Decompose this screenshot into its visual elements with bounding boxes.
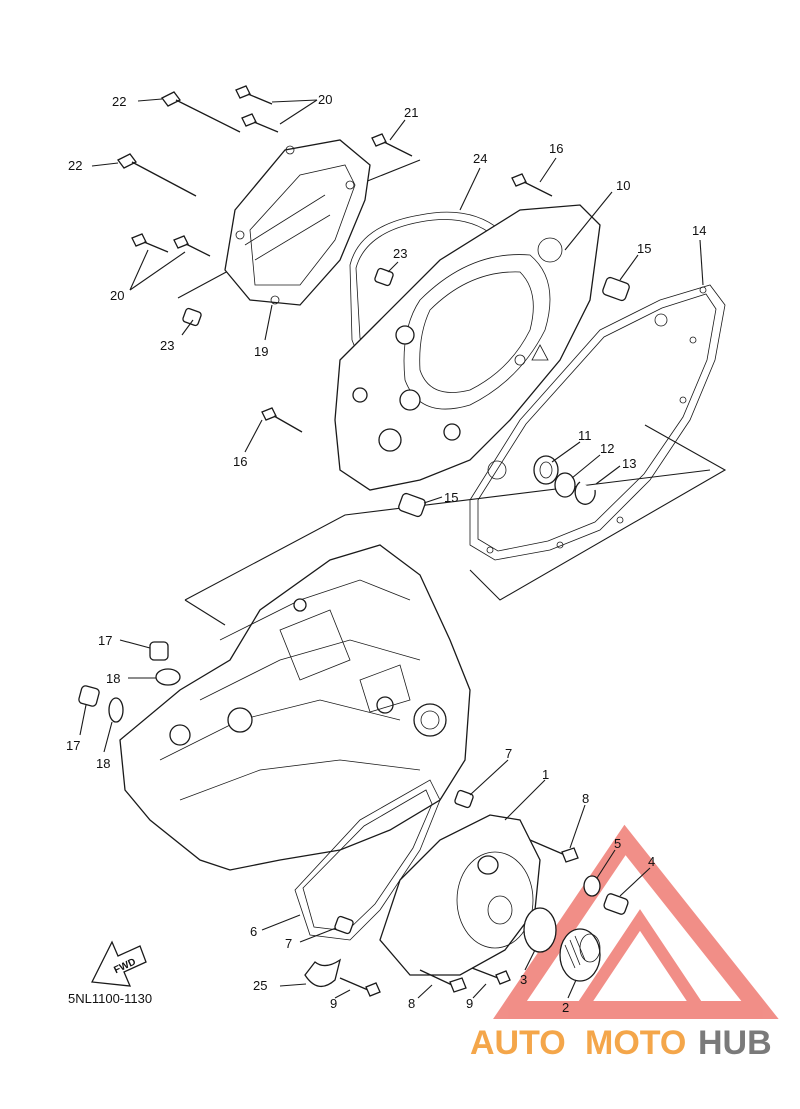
bolt-20-b-icon bbox=[241, 113, 279, 133]
bolt-22-top-icon bbox=[161, 91, 241, 133]
crankcase-cover-right bbox=[334, 204, 601, 491]
dowel-7-lower-icon bbox=[334, 915, 354, 935]
fwd-arrow-icon: FWD bbox=[90, 940, 147, 987]
callout-19: 19 bbox=[254, 344, 268, 359]
plug-2-icon bbox=[559, 928, 601, 982]
callout-6: 6 bbox=[250, 924, 257, 939]
callout-13: 13 bbox=[622, 456, 636, 471]
callout-4: 4 bbox=[648, 854, 655, 869]
callout-11: 11 bbox=[578, 428, 592, 443]
crankcase-body bbox=[119, 544, 471, 871]
dowel-17-left-icon bbox=[78, 685, 100, 707]
dowel-15-top-icon bbox=[602, 276, 630, 302]
bolts-top bbox=[117, 85, 630, 518]
callout-16-top: 16 bbox=[549, 141, 563, 156]
bolt-9-left-icon bbox=[339, 977, 381, 997]
bolt-8-top-icon bbox=[529, 839, 579, 863]
o-ring-3-icon bbox=[523, 907, 557, 953]
gasket-6 bbox=[294, 779, 441, 941]
dowel-7-top-icon bbox=[454, 789, 474, 809]
watermark-logo: AUTO MOTO HUB bbox=[470, 1024, 772, 1062]
callout-23-top: 23 bbox=[393, 246, 407, 261]
o-ring-18-top-icon bbox=[155, 668, 181, 686]
callout-18-left: 18 bbox=[96, 756, 110, 771]
watermark-moto: MOTO bbox=[585, 1024, 686, 1062]
ring-12-icon bbox=[554, 472, 576, 498]
watermark-triangle-icon bbox=[493, 824, 779, 1019]
callout-17-top: 17 bbox=[98, 633, 112, 648]
callout-24: 24 bbox=[473, 151, 487, 166]
callout-9-right: 9 bbox=[466, 996, 473, 1011]
bottom-parts bbox=[78, 641, 629, 997]
callout-8-lower: 8 bbox=[408, 996, 415, 1011]
bolt-20-c-icon bbox=[131, 233, 169, 253]
oil-seal-11-icon bbox=[533, 455, 559, 485]
watermark-auto: AUTO bbox=[470, 1024, 566, 1062]
callout-17-left: 17 bbox=[66, 738, 80, 753]
callout-3: 3 bbox=[520, 972, 527, 987]
callout-9-left: 9 bbox=[330, 996, 337, 1011]
bolt-8-lower-icon bbox=[419, 969, 467, 993]
callout-8-top: 8 bbox=[582, 791, 589, 806]
callout-7-top: 7 bbox=[505, 746, 512, 761]
dowel-15-lower-icon bbox=[398, 492, 426, 518]
callout-12: 12 bbox=[600, 441, 614, 456]
circlip-13-icon bbox=[574, 481, 596, 505]
bolt-22-lower-icon bbox=[117, 153, 197, 197]
gasket-14 bbox=[469, 284, 726, 561]
bolt-20-d-icon bbox=[173, 235, 211, 257]
clutch-cover-19 bbox=[224, 139, 371, 306]
leader-lines bbox=[79, 98, 704, 999]
callout-16-left: 16 bbox=[233, 454, 247, 469]
callout-20-top: 20 bbox=[318, 92, 332, 107]
callout-2: 2 bbox=[562, 1000, 569, 1015]
callout-22-top: 22 bbox=[112, 94, 126, 109]
bolt-16-left-icon bbox=[261, 407, 303, 433]
callout-5: 5 bbox=[614, 836, 621, 851]
callout-7-lower: 7 bbox=[285, 936, 292, 951]
o-ring-5-icon bbox=[583, 875, 601, 897]
callout-15-top: 15 bbox=[637, 241, 651, 256]
bolt-16-top-icon bbox=[511, 173, 553, 197]
callout-10: 10 bbox=[616, 178, 630, 193]
callout-22-lower: 22 bbox=[68, 158, 82, 173]
callout-25: 25 bbox=[253, 978, 267, 993]
dowel-23-top-icon bbox=[374, 267, 394, 287]
callout-15-lower: 15 bbox=[444, 490, 458, 505]
callout-1: 1 bbox=[542, 767, 549, 782]
callout-labels: 22 22 20 20 21 24 16 10 14 15 23 23 19 1… bbox=[66, 92, 706, 1015]
plug-4-icon bbox=[603, 893, 629, 915]
callout-18-top: 18 bbox=[106, 671, 120, 686]
bolt-9-right-icon bbox=[471, 967, 511, 985]
callout-14: 14 bbox=[692, 223, 706, 238]
o-ring-18-left-icon bbox=[108, 697, 124, 723]
watermark-hub: HUB bbox=[698, 1024, 772, 1062]
crankcase-cover-left-1 bbox=[379, 814, 541, 976]
dowel-23-left-icon bbox=[182, 307, 202, 327]
callout-23-left: 23 bbox=[160, 338, 174, 353]
bolt-21-icon bbox=[371, 133, 413, 157]
clamp-25-icon bbox=[304, 958, 342, 987]
diagram-code: 5NL1100-1130 bbox=[68, 991, 152, 1006]
bolt-20-a-icon bbox=[235, 85, 273, 105]
callout-21: 21 bbox=[404, 105, 418, 120]
dowel-17-top-icon bbox=[149, 641, 169, 661]
callout-20-left: 20 bbox=[110, 288, 124, 303]
